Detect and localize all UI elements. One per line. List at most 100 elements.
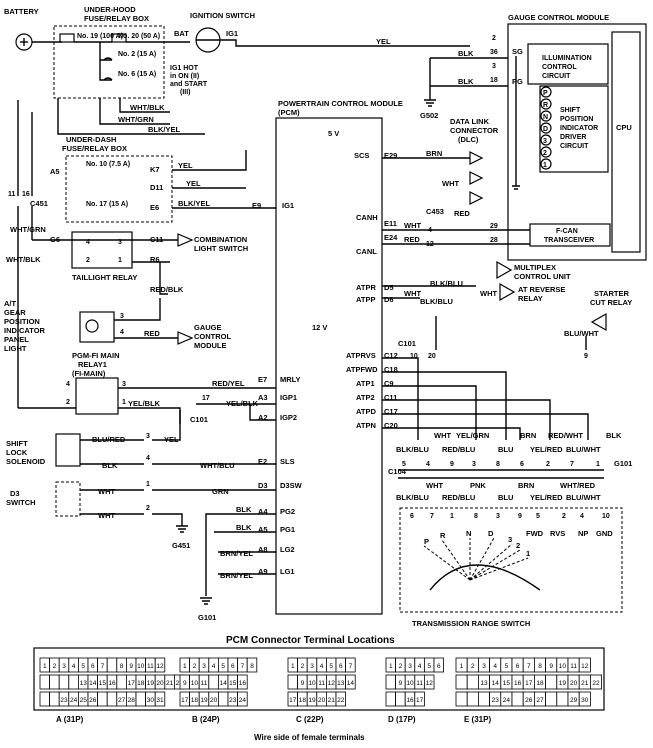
terminal-number: 5 <box>81 663 85 670</box>
terminal-number: 10 <box>137 663 145 670</box>
terminal-number: 10 <box>308 680 316 687</box>
e6-label: E6 <box>150 203 159 212</box>
terminal-cell <box>39 674 51 690</box>
trs-pin-numbers: 6 7 1 8 3 9 5 2 4 10 <box>410 513 610 520</box>
terminal-cell <box>556 691 569 707</box>
underdash-title-2: FUSE/RELAY BOX <box>62 144 127 153</box>
gcm-pin-circles: P R N D 3 2 1 <box>540 86 552 170</box>
battery-symbol <box>15 33 33 51</box>
r6-label: R6 <box>150 255 160 264</box>
c451-label: C451 <box>30 199 48 208</box>
trs-pos-3: 3 <box>508 535 512 544</box>
wire-red-blk: RED/BLK <box>150 285 184 294</box>
lg2-label: LG2 <box>280 545 295 554</box>
atpp-label: ATPP <box>356 295 375 304</box>
svg-text:5: 5 <box>536 513 540 520</box>
terminal-cell <box>455 691 468 707</box>
wire-yel-blk-1: YEL/BLK <box>128 399 161 408</box>
gauge-control-module <box>507 23 647 261</box>
wire-wht-c104a: WHT <box>434 431 451 440</box>
illum-3: CIRCUIT <box>542 73 571 80</box>
d3switch-2: SWITCH <box>6 498 36 507</box>
cpu-label: CPU <box>616 123 632 132</box>
pin-1-tail: 1 <box>118 257 122 264</box>
terminal-number: 11 <box>570 663 577 670</box>
at-6: LIGHT <box>4 344 27 353</box>
wire-red-wht-c104: RED/WHT <box>548 431 583 440</box>
at-indicator-light <box>79 311 115 343</box>
pin-2-tail: 2 <box>86 257 90 264</box>
terminal-number: 2 <box>399 663 403 670</box>
five-v-label: 5 V <box>328 129 339 138</box>
mux-1: MULTIPLEX <box>514 263 556 272</box>
ig1-hot-2: in ON (II) <box>170 73 199 80</box>
pgm-2: RELAY1 <box>78 360 107 369</box>
terminal-number: 17 <box>416 697 424 704</box>
terminal-number: 9 <box>183 680 187 687</box>
transmission-range-switch <box>399 507 623 613</box>
terminal-cell <box>106 657 118 673</box>
mux-2: CONTROL UNIT <box>514 272 571 281</box>
terminal-cell <box>58 674 70 690</box>
terminal-number: 10 <box>406 680 414 687</box>
wire-blu-c104: BLU <box>498 445 513 454</box>
terminal-number: 3 <box>408 663 412 670</box>
k7-label: K7 <box>150 165 160 174</box>
powertrain-control-module <box>275 117 383 615</box>
terminal-cell <box>578 657 591 673</box>
terminal-number: 12 <box>328 680 336 687</box>
terminal-number: 26 <box>89 697 97 704</box>
terminal-number: 27 <box>536 697 544 704</box>
shiftlock-3: SOLENOID <box>6 457 46 466</box>
e7-label: E7 <box>258 375 267 384</box>
trs-pos-d: D <box>488 529 494 538</box>
pin-3-pgm: 3 <box>122 381 126 388</box>
dlc-connector <box>469 151 484 205</box>
terminal-number: 11 <box>318 680 325 687</box>
sls-label: SLS <box>280 457 295 466</box>
wire-yel-red-c104b: YEL/RED <box>530 493 563 502</box>
c9-label: C9 <box>384 379 394 388</box>
terminal-number: 30 <box>581 697 589 704</box>
terminal-number: 13 <box>80 680 88 687</box>
wire-blu-c104b: BLU <box>498 493 513 502</box>
terminal-number: 9 <box>301 680 305 687</box>
a9-label: A9 <box>258 567 268 576</box>
atpn-label: ATPN <box>356 421 376 430</box>
terminal-number: 4 <box>320 663 324 670</box>
terminal-number: 20 <box>318 697 326 704</box>
at-2: GEAR <box>4 308 26 317</box>
terminal-number: 4 <box>72 663 76 670</box>
atprvs-label: ATPRVS <box>346 351 376 360</box>
terminal-cell <box>385 674 397 690</box>
terminal-number: 14 <box>89 680 97 687</box>
wire-brn-yel-2: BRN/YEL <box>220 571 253 580</box>
terminal-cell <box>39 691 51 707</box>
mux-and-reverse-connectors <box>496 260 516 302</box>
terminal-cell <box>477 691 490 707</box>
atp2-label: ATP2 <box>356 393 375 402</box>
atpr-label: ATPR <box>356 283 376 292</box>
scs-label: SCS <box>354 151 369 160</box>
d6-label: D6 <box>384 295 394 304</box>
wire-blk-gcm-1: BLK <box>458 49 474 58</box>
terminal-number: 7 <box>349 663 353 670</box>
terminal-number: 11 <box>416 680 423 687</box>
conn-d-label: D (17P) <box>388 715 416 724</box>
pgm-1: PGM-FI MAIN <box>72 351 120 360</box>
wire-wht-grn-top: WHT/GRN <box>118 115 154 124</box>
terminal-number: 15 <box>503 680 511 687</box>
terminal-number: 6 <box>91 663 95 670</box>
terminal-number: 5 <box>505 663 509 670</box>
svg-text:7: 7 <box>570 461 574 468</box>
ig1-hot-1: IG1 HOT <box>170 65 199 72</box>
terminal-number: 17 <box>525 680 533 687</box>
trs-pos-2: 2 <box>516 541 520 550</box>
conn-b-label: B (24P) <box>192 715 220 724</box>
ig1-hot-4: (III) <box>180 89 191 96</box>
wire-grn-d3: GRN <box>212 487 229 496</box>
wire-blu-wht-c104: BLU/WHT <box>566 445 601 454</box>
gcm-pin-1: 1 <box>543 162 547 169</box>
